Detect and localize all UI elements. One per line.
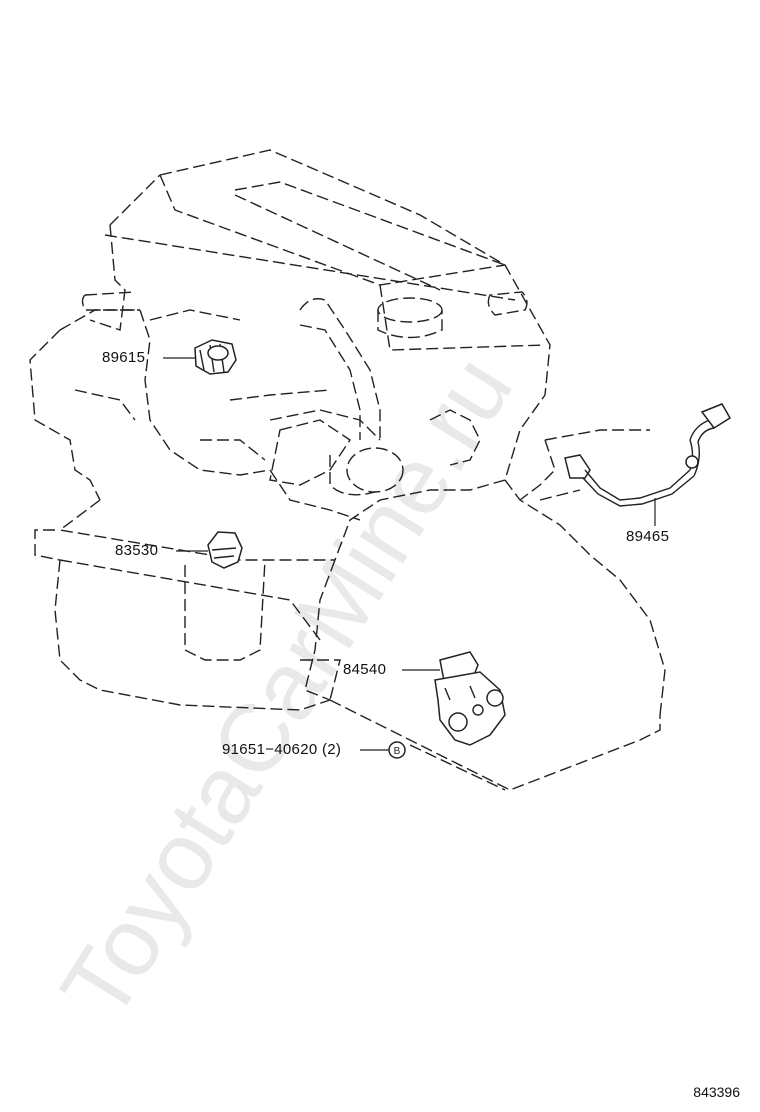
label-89615: 89615 [102,349,146,366]
label-91651-40620: 91651−40620 (2) [222,741,342,758]
figure-id: 843396 [693,1084,740,1100]
label-89465: 89465 [626,528,670,545]
label-83530: 83530 [115,542,159,559]
engine-outline [29,149,666,791]
oxygen-sensor-89465 [564,403,732,526]
bolt-marker: B [360,741,406,759]
switch-84540 [402,651,506,746]
engine-hoses [81,291,528,496]
marker-letter: B [394,746,401,757]
switch-83530 [176,531,243,569]
label-84540: 84540 [343,661,387,678]
sensor-89615 [163,339,237,375]
